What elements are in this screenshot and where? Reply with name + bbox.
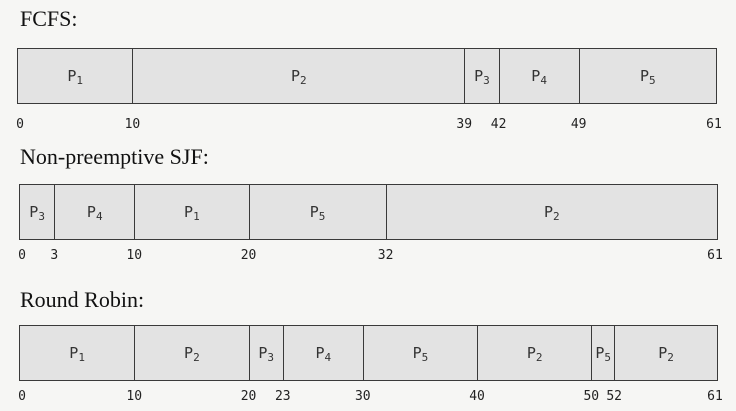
process-number: 4 [95, 209, 103, 223]
process-number: 2 [535, 350, 543, 364]
process-number: 2 [667, 350, 674, 364]
process-label: P [184, 203, 194, 221]
sjf-title: Non-preemptive SJF: [20, 144, 209, 169]
process-number: 1 [78, 350, 85, 364]
round-robin-time-tick: 20 [240, 389, 257, 404]
round-robin-time-tick: 52 [606, 389, 622, 404]
process-label: P [86, 203, 96, 221]
process-number: 3 [267, 350, 274, 364]
round-robin-time-tick: 40 [469, 389, 485, 404]
round-robin-time-tick: 61 [707, 389, 723, 404]
process-number: 1 [193, 209, 200, 223]
process-label: P [543, 203, 553, 221]
process-number: 1 [76, 73, 84, 87]
round-robin-time-tick: 30 [354, 389, 371, 404]
process-label: P [658, 344, 668, 362]
process-number: 5 [421, 350, 429, 364]
fcfs-time-tick: 39 [456, 117, 473, 132]
process-label: P [595, 344, 605, 362]
round-robin-time-tick: 10 [126, 389, 143, 404]
sjf-time-tick: 0 [18, 248, 26, 263]
process-label: P [526, 344, 536, 362]
round-robin-title: Round Robin: [20, 287, 145, 312]
fcfs-time-tick: 42 [490, 117, 507, 132]
round-robin-time-tick: 0 [18, 389, 26, 404]
process-label: P [474, 67, 484, 85]
fcfs-time-tick: 0 [16, 117, 24, 132]
process-number: 5 [318, 209, 326, 223]
process-number: 4 [324, 350, 332, 364]
process-label: P [309, 203, 319, 221]
process-label: P [67, 67, 77, 85]
fcfs-time-tick: 10 [124, 117, 141, 132]
sjf-time-tick: 3 [50, 248, 59, 263]
process-label: P [69, 344, 79, 362]
sjf-time-tick: 32 [377, 248, 394, 263]
sjf-time-tick: 20 [240, 248, 257, 263]
process-label: P [258, 344, 268, 362]
process-number: 3 [38, 209, 45, 223]
round-robin-time-tick: 50 [583, 389, 600, 404]
process-number: 2 [193, 350, 200, 364]
process-number: 2 [300, 73, 307, 87]
round-robin-time-tick: 23 [274, 389, 291, 404]
fcfs-time-tick: 49 [570, 117, 587, 132]
process-label: P [29, 203, 39, 221]
fcfs-title: FCFS: [20, 6, 78, 31]
process-label: P [412, 344, 422, 362]
fcfs-time-tick: 61 [706, 117, 722, 132]
process-label: P [184, 344, 194, 362]
process-label: P [640, 67, 650, 85]
process-label: P [291, 67, 301, 85]
process-number: 2 [553, 209, 560, 223]
process-label: P [531, 67, 541, 85]
sjf-time-tick: 10 [126, 248, 143, 263]
sjf-time-tick: 61 [707, 248, 723, 263]
process-number: 5 [604, 350, 612, 364]
process-number: 4 [540, 73, 547, 87]
process-number: 3 [483, 73, 490, 87]
process-number: 5 [649, 73, 656, 87]
process-label: P [315, 344, 325, 362]
